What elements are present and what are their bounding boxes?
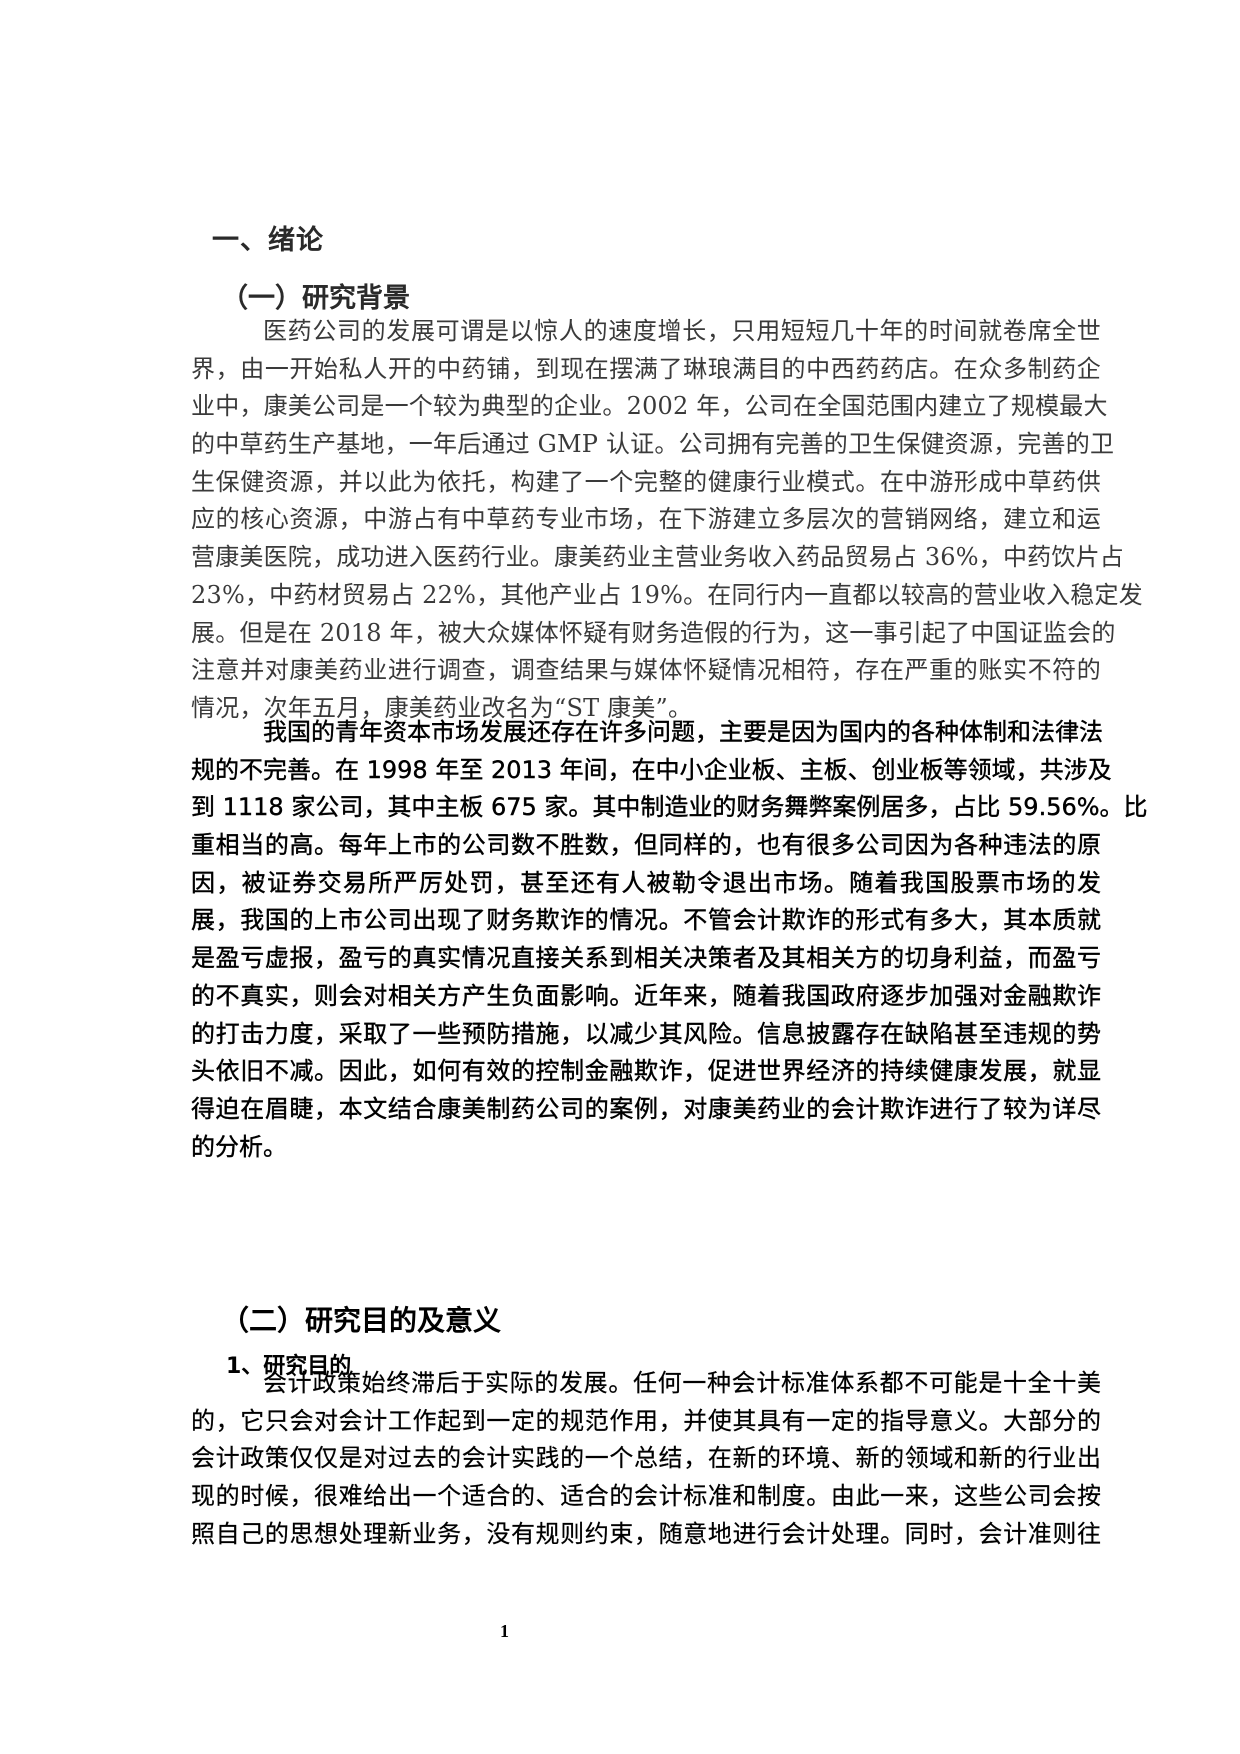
text-line: 是盈亏虚报，盈亏的真实情况直接关系到相关决策者及其相关方的切身利益，而盈亏 bbox=[191, 944, 1101, 973]
text-line: 会计政策仅仅是对过去的会计实践的一个总结，在新的环境、新的领域和新的行业出 bbox=[191, 1444, 1101, 1473]
text-line: 头依旧不减。因此，如何有效的控制金融欺诈，促进世界经济的持续健康发展，就显 bbox=[191, 1057, 1101, 1086]
section-heading-background: （一）研究背景 bbox=[221, 283, 410, 314]
text-line: 的打击力度，采取了一些预防措施，以减少其风险。信息披露存在缺陷甚至违规的势 bbox=[191, 1019, 1101, 1048]
text-line: 业中，康美公司是一个较为典型的企业。2002 年，公司在全国范围内建立了规模最大 bbox=[191, 392, 1108, 421]
text-line: 医药公司的发展可谓是以惊人的速度增长，只用短短几十年的时间就卷席全世 bbox=[263, 317, 1101, 345]
page-number: 1 bbox=[500, 1621, 509, 1641]
text-line: 情况，次年五月，康美药业改名为“ST 康美”。 bbox=[191, 693, 693, 722]
text-line: 我国的青年资本市场发展还存在许多问题，主要是因为国内的各种体制和法律法 bbox=[263, 718, 1103, 746]
text-line: 现的时候，很难给出一个适合的、适合的会计标准和制度。由此一来，这些公司会按 bbox=[191, 1482, 1101, 1511]
text-line: 照自己的思想处理新业务，没有规则约束，随意地进行会计处理。同时，会计准则往 bbox=[191, 1519, 1101, 1548]
text-line: 的分析。 bbox=[191, 1132, 287, 1161]
text-line: 界，由一开始私人开的中药铺，到现在摆满了琳琅满目的中西药药店。在众多制药企 bbox=[191, 354, 1101, 383]
text-line: 规的不完善。在 1998 年至 2013 年间，在中小企业板、主板、创业板等领域… bbox=[191, 755, 1112, 784]
text-line: 因，被证券交易所严厉处罚，甚至还有人被勒令退出市场。随着我国股票市场的发 bbox=[191, 868, 1101, 897]
text-line: 营康美医院，成功进入医药行业。康美药业主营业务收入药品贸易占 36%，中药饮片占 bbox=[191, 543, 1124, 572]
subsection-heading-research-purpose: 1、研究目的 bbox=[226, 1354, 352, 1379]
text-line: 应的核心资源，中游占有中草药专业市场，在下游建立多层次的营销网络，建立和运 bbox=[191, 505, 1101, 534]
text-line: 的，它只会对会计工作起到一定的规范作用，并使其具有一定的指导意义。大部分的 bbox=[191, 1406, 1101, 1435]
paragraph-background-2: 我国的青年资本市场发展还存在许多问题，主要是因为国内的各种体制和法律法 规的不完… bbox=[191, 714, 1148, 1166]
text-line: 生保健资源，并以此为依托，构建了一个完整的健康行业模式。在中游形成中草药供 bbox=[191, 467, 1101, 496]
chapter-heading: 一、绪论 bbox=[212, 225, 324, 256]
text-line: 到 1118 家公司，其中主板 675 家。其中制造业的财务舞弊案例居多，占比 … bbox=[191, 793, 1148, 822]
text-line: 展。但是在 2018 年，被大众媒体怀疑有财务造假的行为，这一事引起了中国证监会… bbox=[191, 618, 1116, 647]
paragraph-background-1: 医药公司的发展可谓是以惊人的速度增长，只用短短几十年的时间就卷席全世 界，由一开… bbox=[191, 313, 1143, 728]
text-line: 会计政策始终滞后于实际的发展。任何一种会计标准体系都不可能是十全十美 bbox=[263, 1369, 1101, 1397]
text-line: 得迫在眉睫，本文结合康美制药公司的案例，对康美药业的会计欺诈进行了较为详尽 bbox=[191, 1094, 1101, 1123]
text-line: 的中草药生产基地，一年后通过 GMP 认证。公司拥有完善的卫生保健资源，完善的卫 bbox=[191, 430, 1115, 459]
text-line: 重相当的高。每年上市的公司数不胜数，但同样的，也有很多公司因为各种违法的原 bbox=[191, 831, 1101, 860]
text-line: 注意并对康美药业进行调查，调查结果与媒体怀疑情况相符，存在严重的账实不符的 bbox=[191, 656, 1101, 685]
text-line: 的不真实，则会对相关方产生负面影响。近年来，随着我国政府逐步加强对金融欺诈 bbox=[191, 981, 1101, 1010]
text-line: 23%，中药材贸易占 22%，其他产业占 19%。在同行内一直都以较高的营业收入… bbox=[191, 580, 1143, 609]
paragraph-research-purpose: 会计政策始终滞后于实际的发展。任何一种会计标准体系都不可能是十全十美 的，它只会… bbox=[191, 1365, 1101, 1553]
section-heading-purpose: （二）研究目的及意义 bbox=[221, 1304, 502, 1337]
text-line: 展，我国的上市公司出现了财务欺诈的情况。不管会计欺诈的形式有多大，其本质就 bbox=[191, 906, 1101, 935]
